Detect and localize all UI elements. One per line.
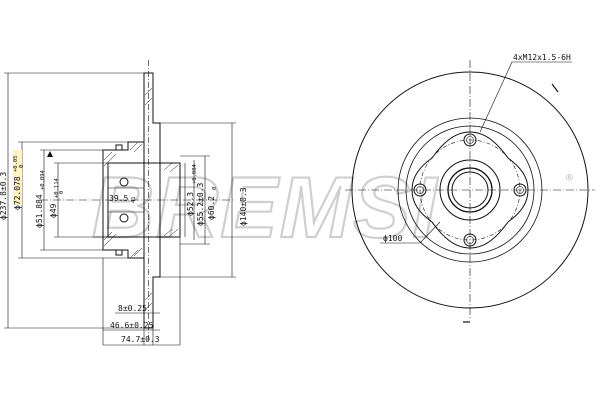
- dim-thickness: 8±0.25: [118, 304, 147, 313]
- thread-leader: [479, 61, 513, 133]
- dim-seat-bore: ϕ49: [49, 203, 58, 218]
- highlight-hub-bore: [13, 150, 22, 205]
- dim-hub-dia-2: ϕ55.2±0.3: [196, 182, 205, 226]
- dim-bearing-bore-tol: +0.094: [40, 169, 46, 190]
- dim-overall-height: 74.7±0.3: [121, 335, 160, 344]
- stud-bottom: [115, 249, 123, 256]
- dim-outer-diameter: ϕ237.8±0.3: [0, 172, 8, 220]
- dim-hub-bore: ϕ72.078: [13, 176, 22, 210]
- dim-seat-bore-tol-lower: 0: [59, 191, 65, 194]
- bearing-inner-label-1: 41: [131, 196, 137, 203]
- dim-hub-bore-tol-lower: 0: [19, 165, 25, 168]
- dim-bearing-bore: ϕ51.884: [35, 194, 44, 228]
- dim-hub-bore-tol-upper: +0.05: [13, 155, 19, 172]
- trademark-symbol: ®: [566, 171, 573, 184]
- section-hatching: [103, 87, 179, 311]
- bearing-roller-bottom: [119, 213, 129, 223]
- dim-hub-dia-3: ϕ60.2: [207, 196, 216, 220]
- dim-hub-dia-1-tol: +0.084: [192, 163, 198, 184]
- section-marker-top: [551, 83, 559, 93]
- front-view: [345, 60, 595, 323]
- bearing-roller-top: [119, 177, 129, 187]
- side-view: [4, 60, 236, 346]
- vertical-dimension-lines: [4, 72, 236, 329]
- dim-pcd-circle: ϕ140±0.3: [239, 187, 248, 226]
- pcd-leader-diag: [419, 221, 441, 244]
- bearing-inner-label-2: 39.5: [109, 194, 128, 203]
- pcd-label: ϕ100: [383, 234, 402, 243]
- dim-offset: 46.6±0.25: [110, 321, 154, 330]
- datum-triangle: [47, 151, 53, 157]
- dim-hub-dia-1: ϕ52.3: [186, 192, 195, 216]
- stud-top: [115, 144, 123, 151]
- thread-note: 4xM12x1.5-6H: [513, 53, 571, 62]
- horizontal-dimension-lines: [102, 237, 181, 346]
- dim-hub-dia-3-tol: 0: [212, 187, 218, 190]
- dim-seat-bore-tol-upper: +0.114: [54, 177, 60, 198]
- hub-body-section: [102, 141, 145, 259]
